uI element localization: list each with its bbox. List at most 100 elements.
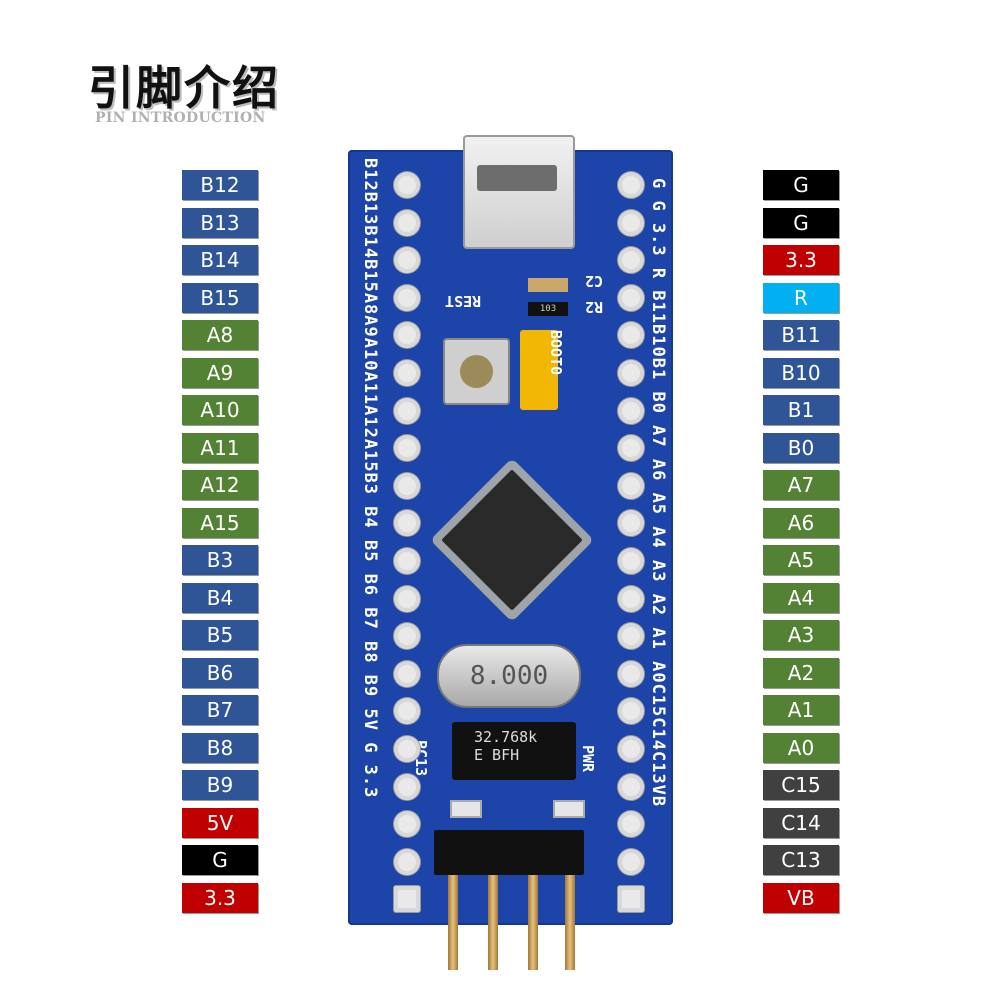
pin-hole [618,172,644,198]
pin-hole [618,623,644,650]
right-pin-label: C14 [763,807,839,838]
pin-hole [618,472,644,499]
left-pin-label: B4 [182,582,258,613]
boot0-jumper [520,330,558,410]
pin-hole [618,811,644,838]
pin-hole [618,435,644,462]
right-pin-label: B10 [763,357,839,388]
right-pin-label: G [763,170,839,200]
pc13-led [450,800,482,818]
left-pin-label: B3 [182,545,258,575]
left-pin-label: B9 [182,770,258,800]
capacitor-c2 [528,278,568,292]
right-pin-label: A3 [763,620,839,650]
header-pin-2 [488,875,498,970]
pin-hole [618,548,644,574]
left-pin-label: A15 [182,507,258,538]
right-pin-label: G [763,207,839,238]
left-pin-label: A10 [182,395,258,425]
right-pin-label: B11 [763,320,839,350]
left-pin-label: G [182,845,258,875]
pin-hole [618,773,644,800]
right-pin-label: A4 [763,582,839,613]
left-pin-label: 3.3 [182,882,258,913]
pin-hole [394,322,420,349]
pin-hole [394,886,420,913]
left-pin-label: A11 [182,432,258,463]
rest-label: REST [445,292,482,310]
left-pin-label: A12 [182,470,258,500]
power-led [553,800,585,818]
left-pin-label: B6 [182,657,258,688]
right-pin-label: A0 [763,732,839,763]
header-pin-4 [565,875,575,970]
pin-hole [394,660,420,687]
pin-hole [394,848,420,875]
pin-hole [394,172,420,198]
header-pin-3 [528,875,538,970]
page-title-cn: 引脚介绍 [88,61,280,115]
pin-hole [394,510,420,537]
pin-hole [394,736,420,762]
left-pin-label: B5 [182,620,258,650]
pin-hole [394,548,420,574]
pin-hole [394,698,420,725]
left-pin-label: B12 [182,170,258,200]
pin-hole [394,284,420,311]
left-pin-label: B8 [182,732,258,763]
usb-slot [477,165,557,191]
crystal2-label: 32.768k E BFH [474,728,538,764]
pin-hole [618,209,644,236]
pwr-label: PWR [579,745,597,773]
pin-hole [394,811,420,838]
left-pin-label: 5V [182,807,258,838]
page-title-en: PIN INTRODUCTION [95,110,266,126]
boot0-label: BOOT0 [547,330,565,376]
micro-usb-port [463,135,575,249]
pin-hole [618,247,644,274]
pin-hole [394,435,420,462]
pin-hole [394,623,420,650]
pin-hole [394,472,420,499]
right-pin-label: C15 [763,770,839,800]
pin-hole [618,736,644,762]
crystal-8mhz: 8.000 [437,644,581,708]
pin-hole [394,773,420,800]
pin-hole [394,397,420,424]
pin-hole [618,660,644,687]
resistor-r2: 103 [528,302,568,316]
pin-hole [618,886,644,913]
left-pin-label: A8 [182,320,258,350]
pin-hole [394,247,420,274]
board-silkscreen-left: B12B13B14B15A8A9A10A11A12A15B3 B4 B5 B6 … [360,158,380,799]
left-pin-label: A9 [182,357,258,388]
right-pin-label: A5 [763,545,839,575]
header-pin-1 [448,875,458,970]
right-pin-label: B0 [763,432,839,463]
pin-hole [394,360,420,386]
pin-hole [618,698,644,725]
pin-hole [618,284,644,311]
crystal-label: 8.000 [469,661,549,691]
pin-hole [618,585,644,612]
swd-header [434,830,584,875]
left-pin-label: B7 [182,695,258,725]
right-pin-label: 3.3 [763,245,839,275]
pin-hole [394,209,420,236]
c2-label: C2 [585,272,604,290]
right-pin-label: B1 [763,395,839,425]
reset-button [443,338,510,405]
pin-hole [618,510,644,537]
right-pin-label: C13 [763,845,839,875]
right-pin-label: R [763,282,839,313]
left-pin-label: B15 [182,282,258,313]
pin-hole [394,585,420,612]
right-pin-label: A6 [763,507,839,538]
pin-hole [618,848,644,875]
board-silkscreen-right: G G 3.3 R B11B10B1 B0 A7 A6 A5 A4 A3 A2 … [648,178,668,808]
pin-hole [618,360,644,386]
pin-hole [618,322,644,349]
right-pin-label: A7 [763,470,839,500]
